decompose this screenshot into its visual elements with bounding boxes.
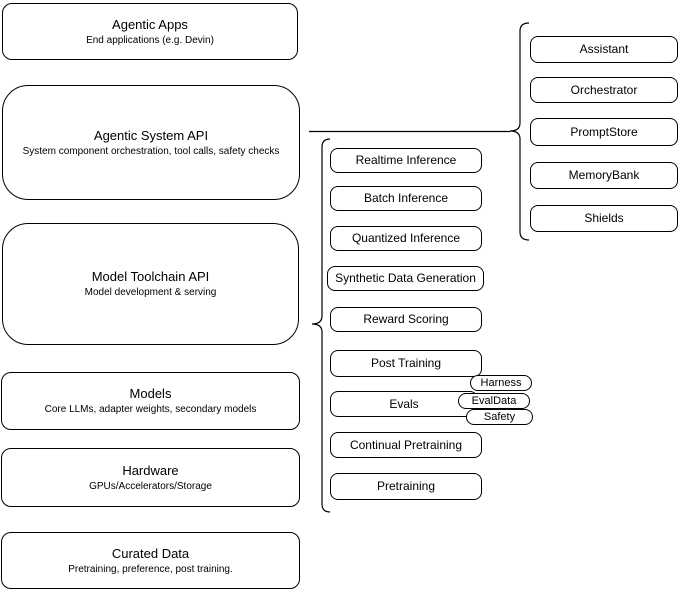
- node-agentic-apps: Agentic Apps End applications (e.g. Devi…: [2, 3, 298, 60]
- evaldata-label: EvalData: [471, 395, 517, 407]
- pretraining-label: Pretraining: [376, 479, 436, 493]
- models-subtitle: Core LLMs, adapter weights, secondary mo…: [44, 404, 257, 415]
- node-hardware: Hardware GPUs/Accelerators/Storage: [1, 448, 300, 507]
- batch-inference-label: Batch Inference: [363, 191, 449, 205]
- models-title: Models: [129, 386, 172, 401]
- safety-label: Safety: [483, 411, 516, 423]
- continual-pretraining-label: Continual Pretraining: [349, 437, 463, 452]
- node-post-training: Post Training: [330, 350, 482, 377]
- node-pretraining: Pretraining: [330, 473, 482, 500]
- node-promptstore: PromptStore: [530, 118, 678, 146]
- system-components-brace: [509, 22, 530, 241]
- node-continual-pretraining: Continual Pretraining: [330, 432, 482, 458]
- node-model-toolchain-api: Model Toolchain API Model development & …: [2, 223, 299, 345]
- node-orchestrator: Orchestrator: [530, 77, 678, 103]
- memorybank-label: MemoryBank: [568, 168, 640, 182]
- node-curated-data: Curated Data Pretraining, preference, po…: [1, 532, 300, 589]
- hardware-title: Hardware: [122, 462, 179, 478]
- reward-scoring-label: Reward Scoring: [363, 312, 449, 326]
- tag-evaldata: EvalData: [458, 393, 530, 409]
- orchestrator-label: Orchestrator: [570, 82, 638, 97]
- agentic-apps-subtitle: End applications (e.g. Devin): [86, 34, 214, 46]
- node-realtime-inference: Realtime Inference: [330, 148, 482, 173]
- node-assistant: Assistant: [530, 36, 678, 63]
- toolchain-components-brace: [311, 138, 331, 513]
- harness-label: Harness: [480, 377, 522, 389]
- assistant-label: Assistant: [579, 42, 629, 56]
- post-training-label: Post Training: [370, 356, 442, 370]
- promptstore-label: PromptStore: [570, 124, 638, 139]
- evals-label: Evals: [389, 396, 419, 411]
- curated-data-subtitle: Pretraining, preference, post training.: [68, 563, 233, 575]
- node-synthetic-data-generation: Synthetic Data Generation: [327, 266, 484, 291]
- node-batch-inference: Batch Inference: [330, 186, 482, 211]
- agentic-apps-title: Agentic Apps: [112, 16, 188, 32]
- node-reward-scoring: Reward Scoring: [330, 307, 482, 332]
- node-shields: Shields: [530, 205, 678, 232]
- curated-data-title: Curated Data: [111, 545, 190, 561]
- realtime-inference-label: Realtime Inference: [355, 153, 457, 167]
- node-agentic-system-api: Agentic System API System component orch…: [2, 85, 300, 200]
- model-toolchain-api-subtitle: Model development & serving: [84, 287, 217, 298]
- shields-label: Shields: [584, 211, 624, 225]
- tag-harness: Harness: [470, 375, 532, 391]
- synthetic-data-generation-label: Synthetic Data Generation: [335, 271, 476, 285]
- node-memorybank: MemoryBank: [530, 162, 678, 189]
- node-quantized-inference: Quantized Inference: [330, 226, 482, 251]
- agentic-system-api-title: Agentic System API: [93, 127, 209, 143]
- quantized-inference-label: Quantized Inference: [351, 231, 461, 245]
- node-models: Models Core LLMs, adapter weights, secon…: [1, 372, 300, 430]
- model-toolchain-api-title: Model Toolchain API: [91, 269, 210, 284]
- agentic-system-api-subtitle: System component orchestration, tool cal…: [22, 145, 280, 157]
- node-evals: Evals: [330, 391, 478, 417]
- hardware-subtitle: GPUs/Accelerators/Storage: [89, 480, 212, 492]
- tag-safety: Safety: [466, 409, 533, 425]
